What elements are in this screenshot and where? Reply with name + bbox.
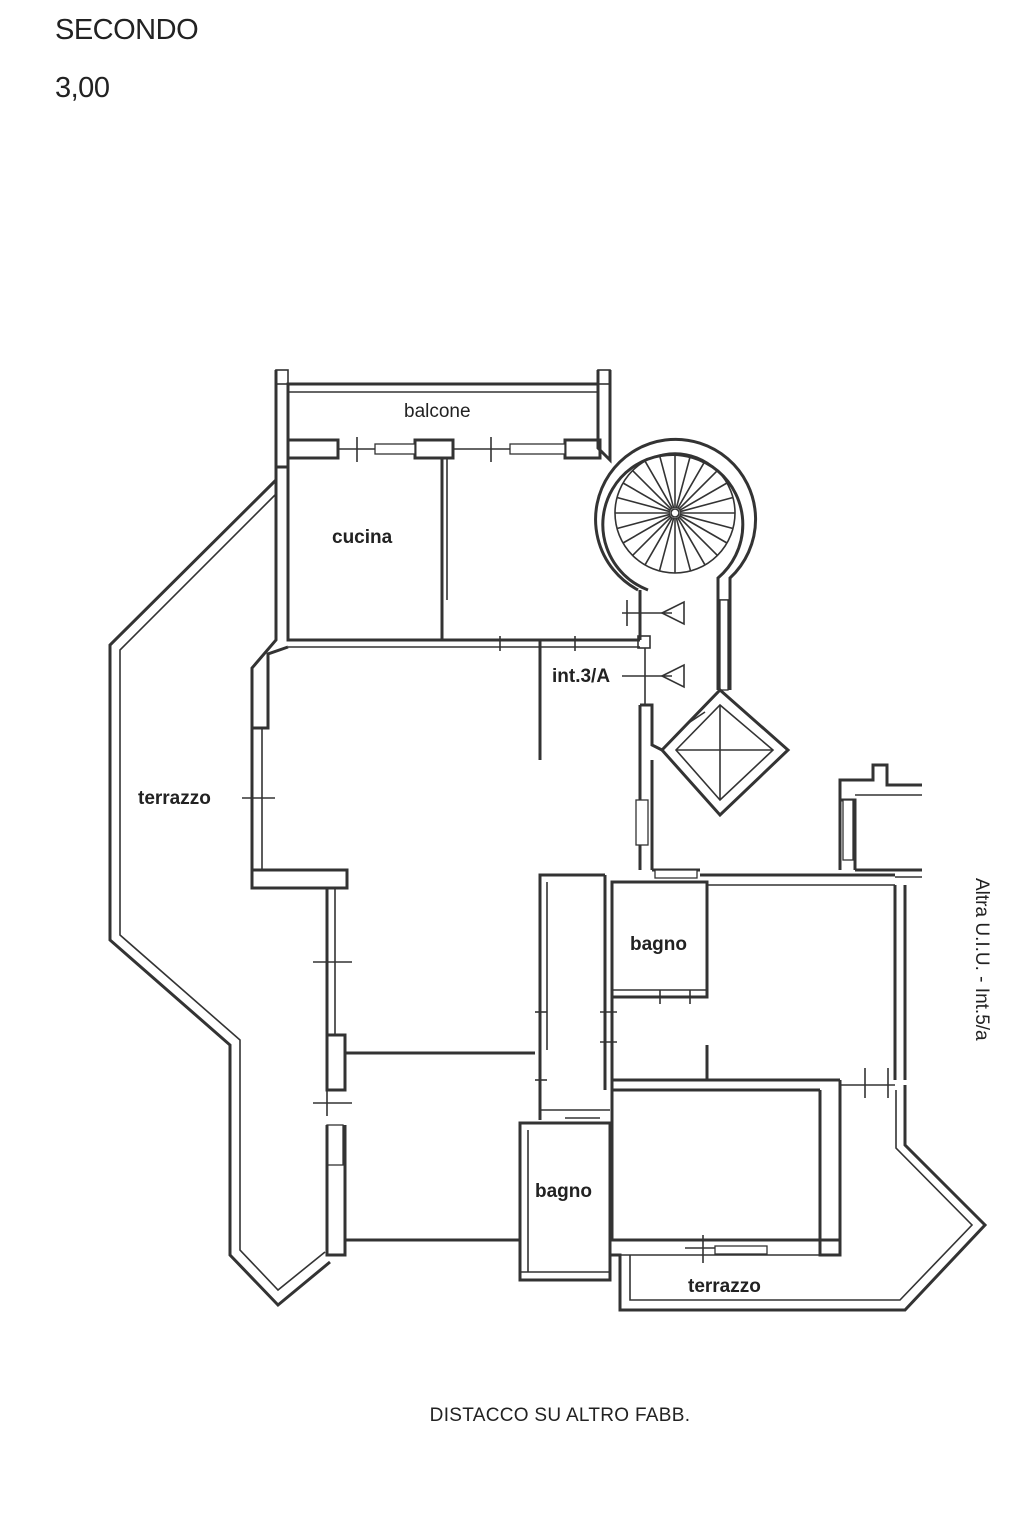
kitchen-walls <box>286 458 640 760</box>
spiral-staircase <box>594 437 758 691</box>
stair-tread <box>677 470 718 511</box>
floor-name: SECONDO <box>55 14 199 46</box>
central-wall <box>313 888 610 1282</box>
label-cucina: cucina <box>332 527 393 548</box>
north-wall <box>286 437 602 462</box>
stair-tread <box>658 454 675 509</box>
bathroom-upper <box>610 868 709 1004</box>
stair-tread <box>622 514 672 544</box>
lift-shaft <box>635 687 791 870</box>
stair-tread <box>679 496 734 513</box>
stair-tread <box>658 517 675 572</box>
stair-tread <box>678 514 728 544</box>
stair-tread <box>677 515 718 556</box>
stair-tread <box>616 496 671 513</box>
stair-tread <box>632 470 673 511</box>
stair-tread <box>622 482 672 512</box>
terrace-west <box>108 467 349 1308</box>
corridor-symbols <box>622 600 685 705</box>
label-bagno-upper: bagno <box>630 934 687 955</box>
stair-tread <box>675 517 692 572</box>
side-note: Altra U.I.U. - Int.5/a <box>971 878 992 1041</box>
bathroom-lower <box>518 1109 612 1282</box>
stair-tread <box>644 460 674 510</box>
east-wall <box>612 763 922 1257</box>
stair-tread <box>676 516 706 566</box>
label-unit: int.3/A <box>552 666 610 687</box>
label-terrazzo-south: terrazzo <box>688 1276 761 1297</box>
stair-tread <box>679 513 734 530</box>
floor-height: 3,00 <box>55 72 110 104</box>
stair-tread <box>632 515 673 556</box>
label-terrazzo-west: terrazzo <box>138 788 211 809</box>
label-balcone: balcone <box>404 401 471 422</box>
footer-note: DISTACCO SU ALTRO FABB. <box>429 1405 691 1426</box>
stair-tread <box>644 516 674 566</box>
terrace-south <box>610 1085 988 1312</box>
stair-tread <box>616 513 671 530</box>
stair-tread <box>676 460 706 510</box>
balcony <box>274 369 612 469</box>
stair-tread <box>678 482 728 512</box>
stair-tread <box>675 454 692 509</box>
corridor <box>535 873 617 1120</box>
label-bagno-lower: bagno <box>535 1181 592 1202</box>
